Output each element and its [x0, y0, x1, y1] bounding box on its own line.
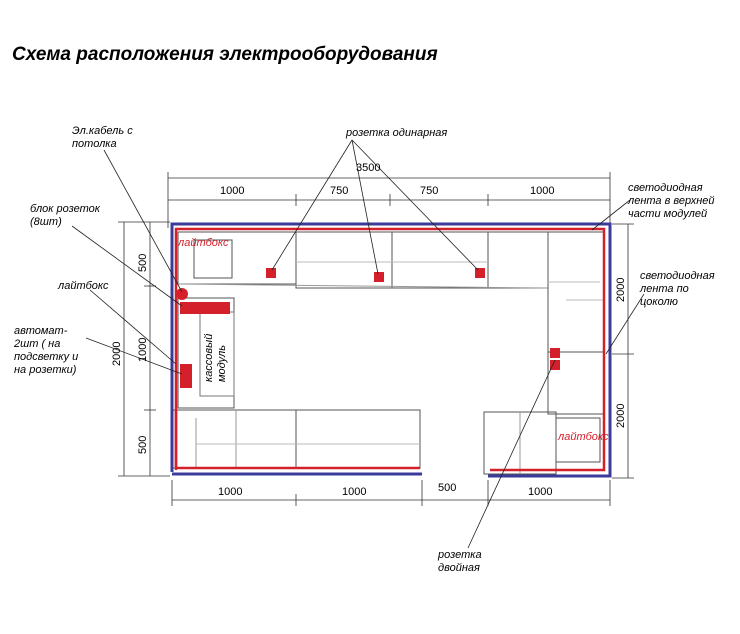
dimension-lines — [118, 172, 634, 506]
single-socket-2 — [374, 272, 384, 282]
label-double-socket-l1: розетка — [437, 549, 482, 561]
label-breaker-l2: 2шт ( на — [13, 338, 60, 350]
lightbox-module-bottom-right — [555, 417, 601, 463]
label-led-plinth-l2: лента по — [639, 283, 689, 295]
label-lightbox-top-left: лайтбокс — [177, 237, 229, 249]
dim-top-4: 1000 — [530, 185, 554, 197]
page-title: Схема расположения электрооборудования — [12, 44, 438, 65]
led-strip-top — [174, 227, 606, 472]
module-top-3 — [391, 231, 489, 289]
label-lightbox: лайтбокс — [57, 280, 109, 292]
label-led-plinth-l1: светодиодная — [640, 270, 715, 282]
label-socket-block-l2: (8шт) — [30, 216, 62, 228]
socket-block-8 — [180, 302, 230, 314]
label-cash-module-l2: модуль — [216, 345, 228, 382]
dim-top-total: 3500 — [356, 162, 380, 174]
label-single-socket: розетка одинарная — [345, 127, 447, 139]
dim-top-3: 750 — [420, 185, 438, 197]
dim-bottom-4: 1000 — [528, 486, 552, 498]
label-cash-module-l1: кассовый — [203, 334, 215, 382]
dim-right-2: 2000 — [615, 404, 627, 428]
led-strip — [174, 227, 606, 472]
dim-bottom-3: 500 — [438, 482, 456, 494]
module-bottom-1 — [171, 409, 297, 469]
label-ceiling-cable-l1: Эл.кабель с — [72, 125, 133, 137]
label-led-plinth-l3: цоколю — [640, 296, 678, 308]
walls — [170, 222, 612, 478]
wall-outline — [170, 222, 612, 478]
leader-lines — [71, 139, 645, 549]
dim-left-total: 2000 — [111, 342, 123, 366]
label-breaker-l1: автомат- — [14, 325, 68, 337]
label-socket-block-l1: блок розеток — [30, 203, 101, 215]
dim-left-1: 500 — [137, 254, 149, 272]
double-socket-top — [550, 348, 560, 358]
dim-right-1: 2000 — [615, 278, 627, 302]
module-right-upper — [547, 231, 605, 353]
label-breaker-l3: подсветку и — [14, 351, 78, 363]
ceiling-cable-point — [176, 288, 188, 300]
label-led-top-l2: лента в верхней — [627, 195, 715, 207]
dim-left-3: 500 — [137, 436, 149, 454]
single-socket-3 — [475, 268, 485, 278]
module-bottom-2 — [295, 409, 421, 469]
single-socket-1 — [266, 268, 276, 278]
lightbox-module-top-left — [193, 239, 233, 279]
label-ceiling-cable-l2: потолка — [72, 138, 117, 150]
dim-bottom-1: 1000 — [218, 486, 242, 498]
label-led-top-l1: светодиодная — [628, 182, 703, 194]
label-double-socket-l2: двойная — [438, 562, 480, 574]
dim-top-1: 1000 — [220, 185, 244, 197]
dim-bottom-2: 1000 — [342, 486, 366, 498]
dim-top-2: 750 — [330, 185, 348, 197]
equipment — [176, 268, 560, 388]
label-led-top-l3: части модулей — [628, 208, 707, 220]
module-top-4 — [487, 231, 549, 289]
dim-left-2: 1000 — [137, 338, 149, 362]
label-breaker-l4: на розетки) — [14, 364, 77, 376]
modules — [171, 231, 605, 475]
breakers-2 — [180, 364, 192, 388]
label-lightbox-bottom-right: лайтбокс — [557, 431, 609, 443]
double-socket-bottom — [550, 360, 560, 370]
